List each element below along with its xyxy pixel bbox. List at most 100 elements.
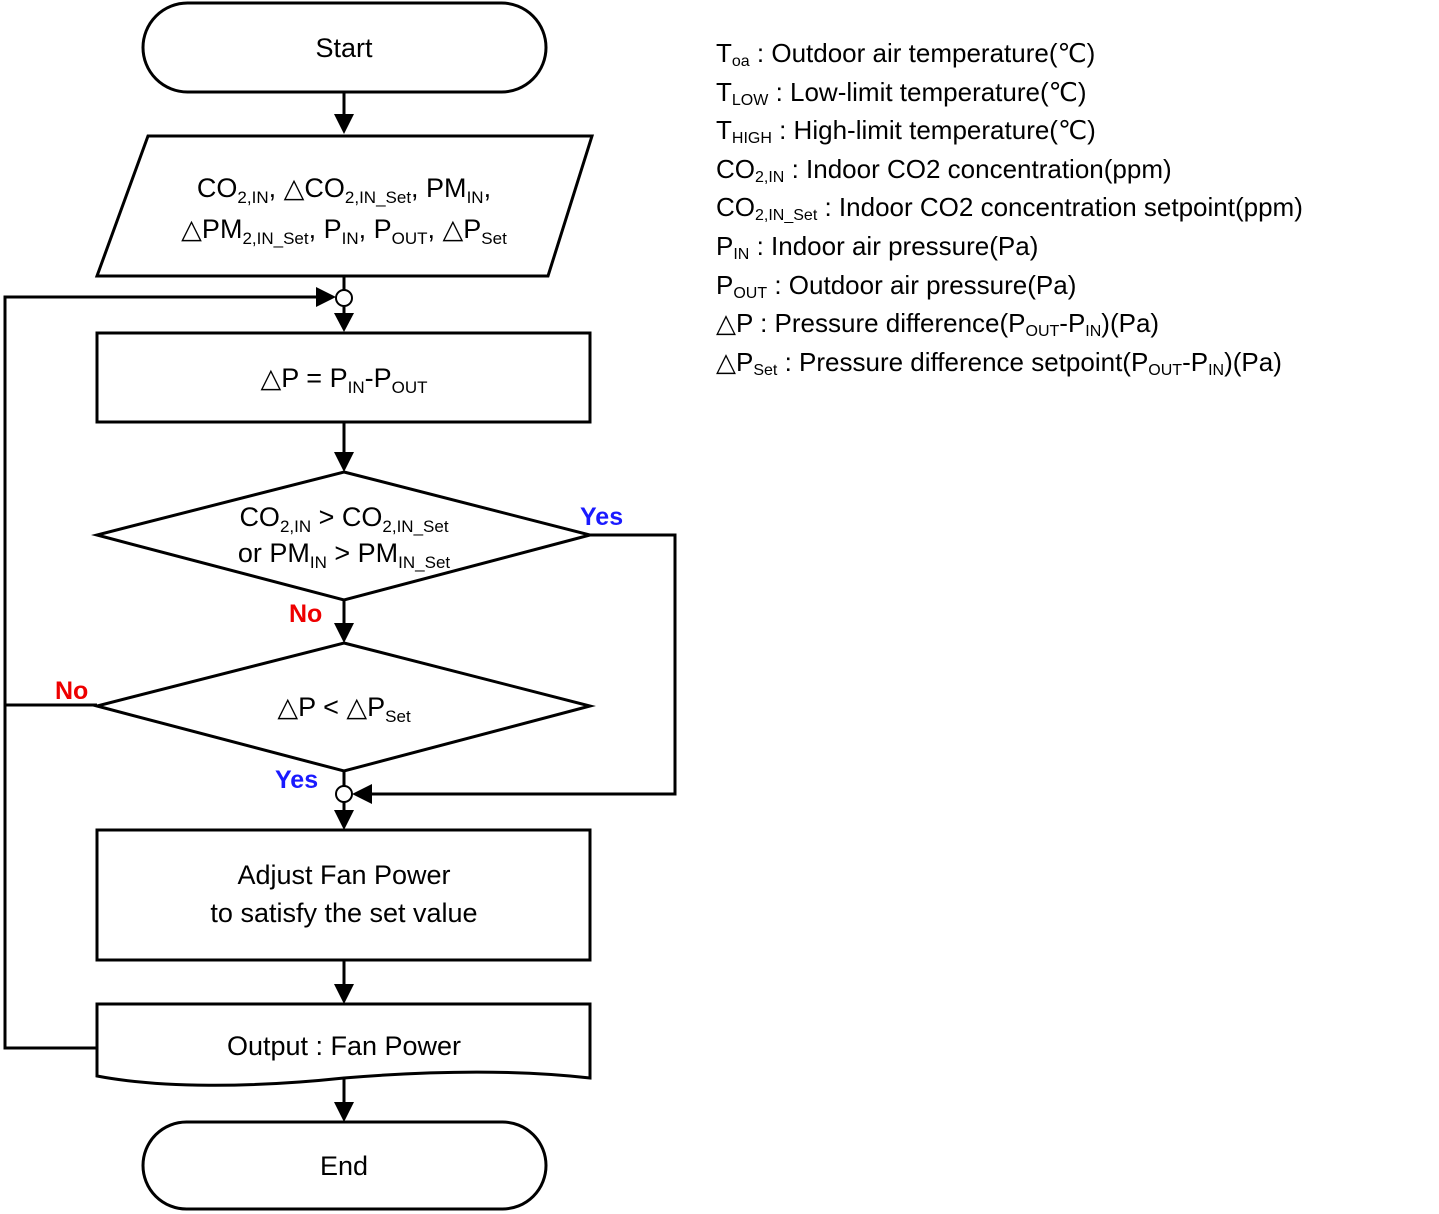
decision2-label: △P < △PSet [277,692,411,726]
text-segment: OUT [392,378,428,397]
legend-text: △P : Pressure difference(P [716,308,1026,339]
text-segment: > CO [311,502,382,532]
output-document: Output : Fan Power [95,1002,592,1087]
decision1-yes-label: Yes [580,503,623,531]
legend-item: THIGH : High-limit temperature(℃) [716,111,1303,150]
legend-item: POUT : Outdoor air pressure(Pa) [716,266,1303,305]
text-segment: , [484,173,492,203]
legend-text: )(Pa) [1101,308,1160,339]
legend-subscript: LOW [731,91,769,109]
text-segment: or PM [238,538,310,568]
text-segment: 2,IN_Set [242,229,308,248]
decision-pressure: △P < △PSet [91,641,596,773]
text-segment: CO [197,173,238,203]
legend-item: △P : Pressure difference(POUT-PIN)(Pa) [716,304,1303,343]
legend-item: Toa : Outdoor air temperature(℃) [716,34,1303,73]
decision2-no-label: No [55,677,88,705]
legend-text: CO [716,153,755,184]
input-parallelogram: CO2,IN, △CO2,IN_Set, PMIN, △PM2,IN_Set, … [94,134,595,278]
start-label: Start [315,33,373,63]
decision-co2-pm: CO2,IN > CO2,IN_Set or PMIN > PMIN_Set [91,470,596,602]
text-segment: 2,IN [280,517,311,536]
text-segment: CO [239,502,280,532]
end-label: End [320,1151,368,1181]
legend-text: : High-limit temperature(℃) [771,115,1096,146]
adjust-line-2: to satisfy the set value [210,898,477,928]
text-segment: , P [309,214,342,244]
text-segment: OUT [392,229,428,248]
legend-text: P [716,269,734,300]
text-segment: △P = P [261,363,348,393]
legend-subscript: IN [1208,361,1225,379]
legend-subscript: OUT [1025,323,1060,341]
legend-item: CO2,IN_Set : Indoor CO2 concentration se… [716,188,1303,227]
legend-text: T [716,38,732,68]
text-segment: IN [342,229,359,248]
text-segment: IN [310,553,327,572]
variable-legend: Toa : Outdoor air temperature(℃)TLOW : L… [716,34,1303,381]
edge-decision2-no-loop [3,703,97,1050]
edge-decision1-yes-bypass [368,533,677,796]
legend-item: TLOW : Low-limit temperature(℃) [716,73,1303,112]
text-segment: 2,IN_Set [345,188,411,207]
legend-text: : Indoor air pressure(Pa) [749,230,1039,261]
legend-subscript: 2,IN [755,168,785,186]
decision1-line-1: CO2,IN > CO2,IN_Set [239,502,448,536]
legend-text: : Outdoor air temperature(℃) [749,38,1096,68]
process-adjust-fan: Adjust Fan Power to satisfy the set valu… [95,828,592,962]
legend-subscript: oa [731,53,750,70]
legend-text: CO [716,192,755,223]
adjust-line-1: Adjust Fan Power [237,860,450,890]
decision1-no-label: No [289,600,322,628]
junction-bottom [335,785,353,803]
legend-item: △PSet : Pressure difference setpoint(POU… [716,343,1303,382]
legend-item: PIN : Indoor air pressure(Pa) [716,227,1303,266]
arrowhead-left [352,784,372,804]
legend-subscript: IN [1085,323,1102,341]
text-segment: IN [467,188,484,207]
text-segment: Set [385,707,411,726]
legend-text: : Indoor CO2 concentration(ppm) [784,153,1172,184]
start-terminator: Start [141,1,548,94]
junction-top [335,289,353,307]
legend-item: CO2,IN : Indoor CO2 concentration(ppm) [716,150,1303,189]
legend-subscript: OUT [1148,361,1183,379]
text-segment: , P [359,214,392,244]
text-segment: IN [348,378,365,397]
legend-subscript: IN [733,245,750,263]
arrowhead-down [334,623,354,643]
legend-text: : Pressure difference setpoint(P [777,346,1149,377]
text-segment: > PM [327,538,398,568]
output-label: Output : Fan Power [227,1031,461,1061]
edge-loop-top-return [3,295,322,705]
legend-text: △P [716,346,754,377]
text-segment: IN_Set [398,553,450,572]
process-dp-formula: △P = PIN-POUT [261,363,428,397]
text-segment: , △P [428,214,482,244]
legend-subscript: HIGH [731,130,772,148]
arrowhead-down [334,313,354,332]
text-segment: 2,IN [237,188,268,207]
legend-text: : Low-limit temperature(℃) [768,76,1087,107]
input-line-2: △PM2,IN_Set, PIN, POUT, △PSet [181,214,507,248]
legend-text: T [716,76,732,107]
legend-text: )(Pa) [1224,346,1282,377]
legend-text: P [716,230,734,261]
arrowhead-down [334,810,354,830]
input-line-1: CO2,IN, △CO2,IN_Set, PMIN, [197,173,491,207]
arrowhead-down [334,452,354,472]
legend-text: : Outdoor air pressure(Pa) [767,269,1077,300]
text-segment: △P < △P [277,692,385,722]
arrowheads [316,114,372,1122]
arrowhead-down [334,1102,354,1122]
end-terminator: End [141,1120,548,1211]
legend-text: -P [1059,308,1086,339]
legend-subscript: 2,IN_Set [755,207,818,225]
legend-subscript: OUT [733,284,768,302]
legend-subscript: Set [753,361,778,379]
arrowhead-right [316,287,336,307]
text-segment: △PM [181,214,242,244]
text-segment: , △CO [269,173,345,203]
decision1-line-2: or PMIN > PMIN_Set [238,538,451,572]
